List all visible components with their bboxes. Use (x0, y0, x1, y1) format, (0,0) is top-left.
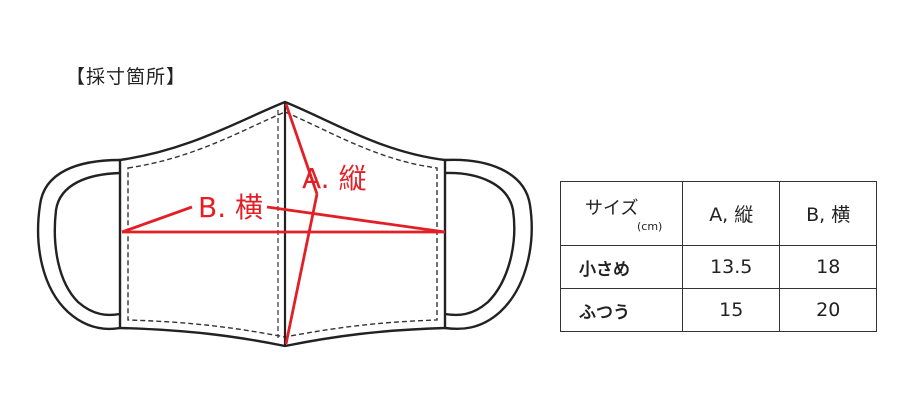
header-unit-label: (cm) (637, 220, 663, 233)
measure-a-line-lower (284, 193, 319, 345)
header-size-label: サイズ (585, 198, 639, 219)
left-ear-loop-inner (53, 171, 121, 317)
row-value-b: 18 (779, 245, 877, 289)
table-header-row: サイズ (cm) A, 縦 B, 横 (559, 181, 877, 246)
left-ear-loop (36, 158, 121, 331)
table-row: 小さめ 13.5 18 (559, 245, 877, 289)
measure-b-line-upper (121, 205, 193, 234)
row-name: ふつう (559, 288, 684, 332)
header-col-a: A, 縦 (682, 181, 781, 246)
label-b: B. 横 (198, 191, 264, 224)
row-name: 小さめ (559, 245, 684, 289)
right-ear-loop-inner (444, 171, 516, 317)
table-row: ふつう 15 20 (559, 288, 877, 332)
section-heading: 【採寸箇所】 (66, 66, 187, 88)
size-table: サイズ (cm) A, 縦 B, 横 小さめ 13.5 18 ふつう 15 20 (559, 181, 877, 332)
header-col-b: B, 横 (779, 181, 877, 246)
measure-b-line-upper-right (266, 205, 446, 234)
header-size-cell: サイズ (cm) (559, 181, 684, 246)
right-ear-loop (444, 158, 533, 331)
row-value-a: 15 (682, 288, 781, 332)
row-value-b: 20 (779, 288, 877, 332)
row-value-a: 13.5 (682, 245, 781, 289)
mask-outline (118, 100, 447, 348)
measure-a-line (284, 103, 319, 195)
label-a: A. 縦 (302, 162, 367, 195)
